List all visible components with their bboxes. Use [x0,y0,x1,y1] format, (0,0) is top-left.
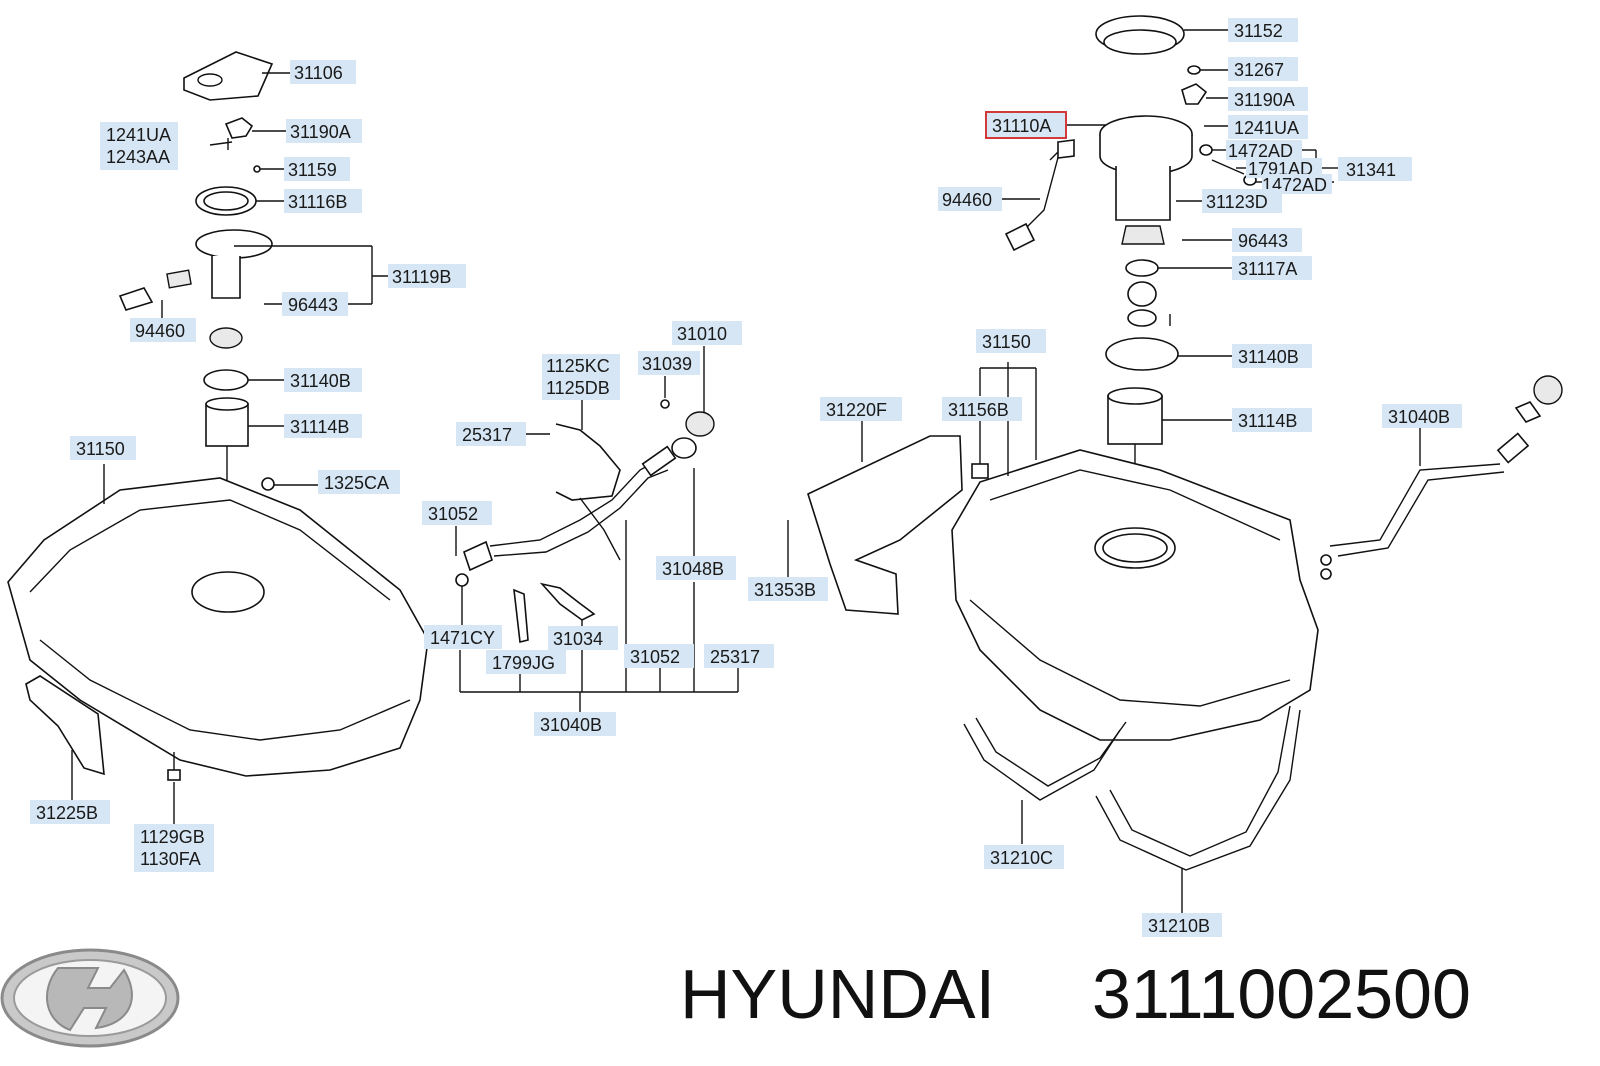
label-96443: 96443 [288,295,338,315]
label-1243aa: 1243AA [106,147,170,167]
label-94460: 94460 [135,321,185,341]
plate-part [183,51,274,101]
label-1241ua: 1241UA [106,125,171,145]
label-25317-b: 25317 [710,647,760,667]
label-31106: 31106 [294,63,343,83]
label-31110a: 31110A [992,116,1051,136]
right-assembly [787,15,1563,914]
label-31034: 31034 [553,629,603,649]
label-31119b: 31119B [392,267,451,287]
label-31159: 31159 [288,160,337,180]
label-1241ua-b: 1241UA [1234,118,1299,138]
label-31225b: 31225B [36,803,98,823]
label-31150-b: 31150 [982,332,1031,352]
fuel-tank-left [7,477,429,777]
label-31190a: 31190A [290,122,351,142]
label-31010: 31010 [677,324,727,344]
label-31039: 31039 [642,354,692,374]
label-94460-b: 94460 [942,190,992,210]
label-31220f: 31220F [826,400,887,420]
label-1130fa: 1130FA [140,849,201,869]
hyundai-logo [0,948,180,1048]
label-31114b: 31114B [290,417,349,437]
label-31152: 31152 [1234,21,1283,41]
highlight-box [985,111,1067,139]
label-1472ad: 1472AD [1228,141,1293,161]
label-31341: 31341 [1346,160,1396,180]
label-31190a-b: 31190A [1234,90,1295,110]
brand-name: HYUNDAI [680,955,995,1033]
part-number: 3111002500 [1092,955,1471,1033]
label-25317: 25317 [462,425,512,445]
label-31040b-b: 31040B [1388,407,1450,427]
label-31353b: 31353B [754,580,816,600]
label-96443-b: 96443 [1238,231,1288,251]
label-31156b: 31156B [948,400,1009,420]
label-31140b: 31140B [290,371,351,391]
label-1799jg: 1799JG [492,653,555,673]
labels: 31106 1241UA 1243AA 31190A 31159 31116B … [30,18,1462,937]
left-assembly [7,51,429,828]
label-31140b-b: 31140B [1238,347,1299,367]
label-31117a: 31117A [1238,259,1297,279]
label-31210c: 31210C [990,848,1053,868]
fuel-tank-right [951,449,1319,741]
label-1129gb: 1129GB [140,827,205,847]
label-31114b-b: 31114B [1238,411,1297,431]
label-31040b: 31040B [540,715,602,735]
label-31150: 31150 [76,439,125,459]
bracket-25317 [555,423,621,501]
label-1125kc: 1125KC [546,356,610,376]
label-1325ca: 1325CA [324,473,389,493]
label-31116b: 31116B [288,192,347,212]
label-31052: 31052 [428,504,478,524]
label-31048b: 31048B [662,559,724,579]
label-31123d: 31123D [1206,192,1268,212]
label-1125db: 1125DB [546,378,610,398]
middle-assembly [455,346,739,714]
label-31052-b: 31052 [630,647,680,667]
label-31210b: 31210B [1148,916,1210,936]
label-1471cy: 1471CY [430,628,495,648]
label-31267: 31267 [1234,60,1284,80]
